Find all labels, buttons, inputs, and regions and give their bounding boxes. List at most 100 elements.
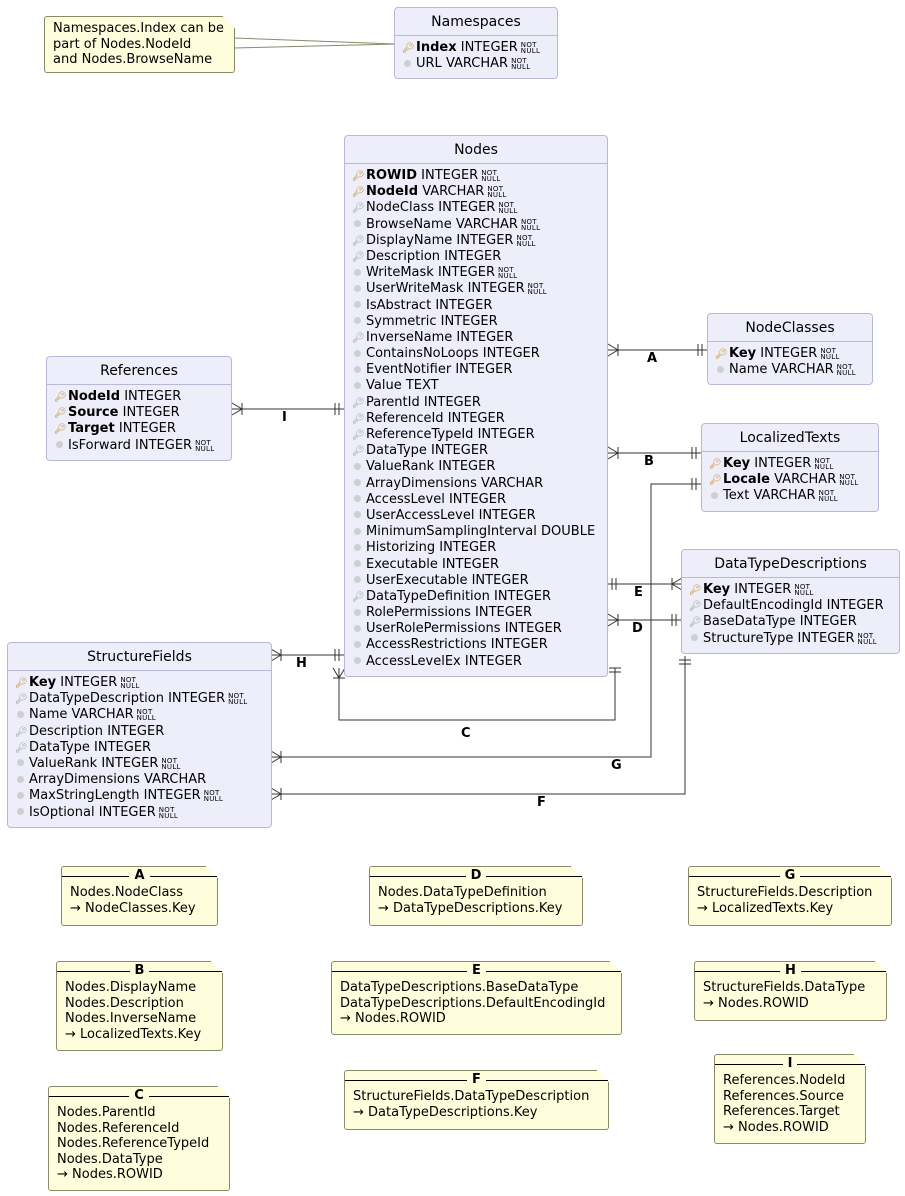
primary-key-icon: 🔑︎ — [352, 187, 365, 199]
column-name: StructureType — [703, 630, 794, 646]
column-name: AccessRestrictions — [366, 637, 487, 653]
note-line: → DataTypeDescriptions.Key — [353, 1104, 538, 1120]
column-row: 🔑︎Description INTEGER — [352, 249, 607, 265]
foreign-key-icon: 🔑︎ — [352, 413, 365, 425]
column-dot-icon — [15, 772, 25, 788]
column-name: DataTypeDescription — [29, 691, 164, 707]
primary-key-icon: 🔑︎ — [54, 408, 67, 420]
column-type: INTEGER — [94, 739, 152, 755]
column-type: INTEGER — [734, 582, 792, 597]
column-row: 🔑︎BaseDataType INTEGER — [689, 614, 899, 630]
column-dot-icon — [352, 557, 362, 573]
column-name: Name — [729, 362, 768, 378]
column-row: Symmetric INTEGER — [352, 314, 607, 330]
column-type: INTEGER — [135, 437, 193, 453]
column-name: DataTypeDefinition — [366, 588, 490, 604]
note-header: I — [715, 1056, 865, 1071]
note-header: C — [49, 1088, 229, 1103]
column-row: Executable INTEGER — [352, 557, 607, 573]
column-name: DefaultEncodingId — [703, 598, 823, 614]
column-type: INTEGER — [460, 40, 518, 55]
column-name: DataType — [366, 443, 427, 459]
relation-line-c — [338, 668, 616, 721]
foreign-key-icon: 🔑︎ — [352, 446, 365, 458]
column-type: INTEGER — [455, 362, 513, 378]
column-name: DisplayName — [366, 232, 453, 248]
column-list: 🔑︎NodeId INTEGER🔑︎Source INTEGER🔑︎Target… — [47, 385, 231, 460]
column-dot-icon — [15, 805, 25, 821]
column-type: INTEGER — [124, 389, 182, 404]
column-type: VARCHAR — [144, 772, 207, 788]
column-dot-icon — [352, 298, 362, 314]
entity-title: NodeClasses — [708, 314, 872, 342]
column-name: BaseDataType — [703, 614, 796, 630]
foreign-key-icon: 🔑︎ — [352, 235, 365, 247]
column-name: Index — [416, 40, 457, 55]
column-type: INTEGER — [456, 329, 514, 345]
column-type: INTEGER — [494, 588, 552, 604]
column-row: EventNotifier INTEGER — [352, 362, 607, 378]
column-type: INTEGER — [471, 572, 529, 588]
relation-label-c: C — [461, 726, 471, 741]
relation-label-g: G — [611, 758, 622, 773]
column-dot-icon — [15, 788, 25, 804]
column-name: ReferenceId — [366, 410, 444, 426]
foreign-key-icon: 🔑︎ — [15, 694, 28, 706]
primary-key-icon: 🔑︎ — [54, 392, 67, 403]
column-name: Historizing — [366, 540, 436, 556]
column-type: INTEGER — [444, 248, 502, 264]
column-type: INTEGER — [475, 605, 533, 621]
column-dot-icon — [352, 362, 362, 378]
primary-key-icon: 🔑︎ — [709, 459, 722, 470]
column-name: MaxStringLength — [29, 788, 140, 804]
column-type: INTEGER — [477, 427, 535, 442]
note-line: Nodes.DataTypeDefinition — [378, 885, 547, 900]
column-name: AccessLevel — [366, 491, 445, 507]
column-dot-icon — [352, 346, 362, 362]
column-dot-icon — [352, 459, 362, 475]
column-type: INTEGER — [797, 630, 855, 646]
note-line: → NodeClasses.Key — [70, 900, 196, 916]
column-name: Target — [68, 421, 115, 437]
foreign-key-icon: 🔑︎ — [352, 203, 365, 215]
column-row: IsAbstract INTEGER — [352, 298, 607, 314]
primary-key-icon: 🔑︎ — [402, 43, 415, 54]
column-row: RolePermissions INTEGER — [352, 605, 607, 621]
foreign-key-icon: 🔑︎ — [352, 397, 365, 409]
column-type: INTEGER — [168, 691, 226, 707]
column-name: Key — [729, 346, 757, 361]
note-header: G — [689, 868, 891, 883]
column-row: 🔑︎DefaultEncodingId INTEGER — [689, 598, 899, 614]
column-name: InverseName — [366, 329, 453, 345]
note-line: DataTypeDescriptions.BaseDataType — [340, 980, 579, 995]
entity-references[interactable]: References 🔑︎NodeId INTEGER🔑︎Source INTE… — [46, 356, 232, 461]
relation-line-f — [271, 656, 686, 795]
column-row: AccessLevel INTEGER — [352, 492, 607, 508]
column-dot-icon — [352, 654, 362, 670]
column-row: 🔑︎DataTypeDefinition INTEGER — [352, 589, 607, 605]
note-line: Nodes.DisplayName — [65, 980, 197, 995]
column-name: UserWriteMask — [366, 281, 464, 297]
relation-label-i: I — [282, 410, 287, 425]
column-type: INTEGER — [101, 755, 159, 771]
column-name: BrowseName — [366, 216, 452, 232]
column-name: Description — [29, 723, 104, 739]
column-name: Key — [29, 675, 57, 690]
note-line: References.Target — [723, 1104, 840, 1119]
